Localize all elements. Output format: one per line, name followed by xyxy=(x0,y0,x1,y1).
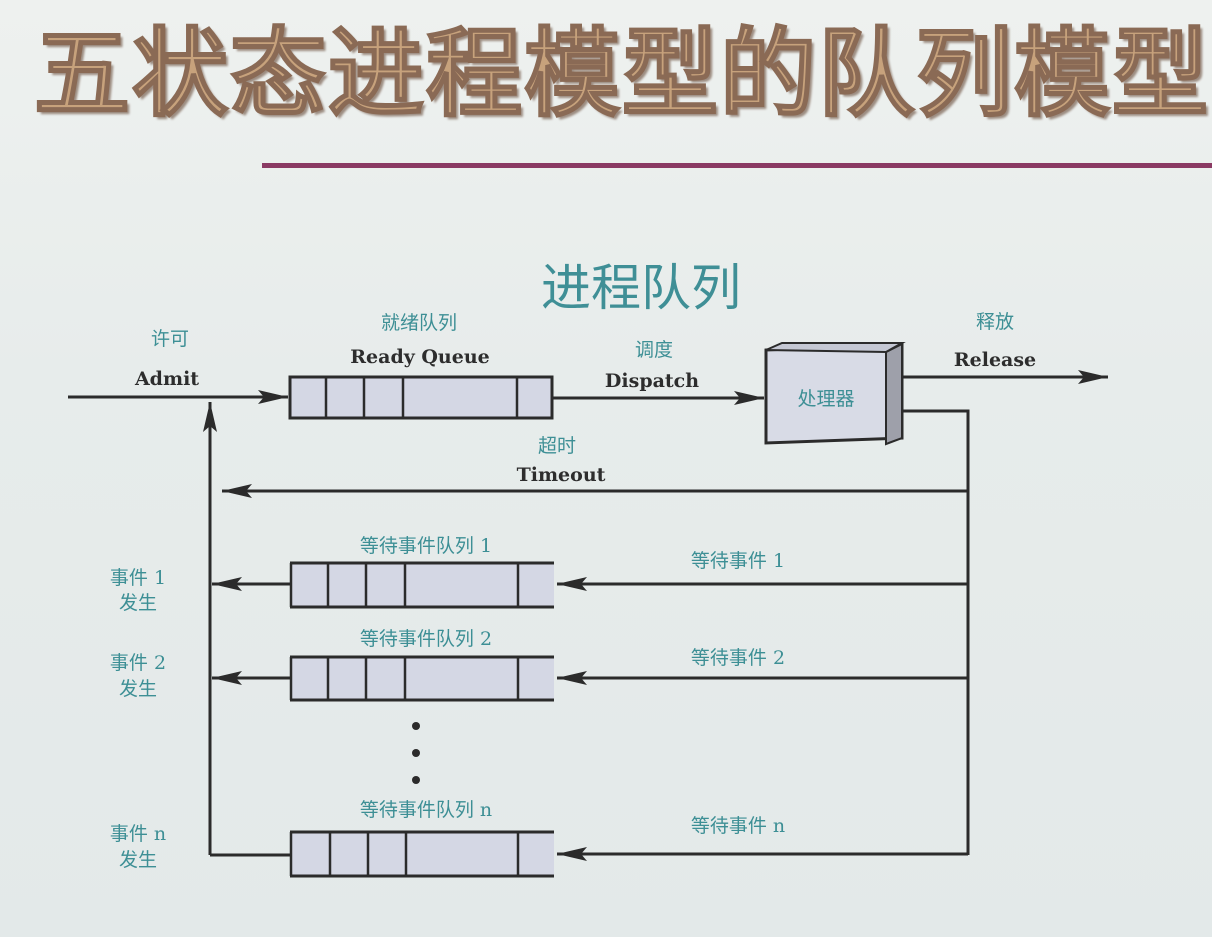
wait-queue-2 xyxy=(289,655,554,702)
slide-title: 五状态进程模型的队列模型 xyxy=(33,18,1210,130)
processor-label: 处理器 xyxy=(797,388,854,410)
ready-queue xyxy=(288,375,554,420)
admit-cn-label: 许可 xyxy=(151,328,189,350)
dispatch-en-label: Dispatch xyxy=(605,370,699,392)
ellipsis-dots xyxy=(412,722,420,784)
admit-en-label: Admit xyxy=(134,368,199,390)
wait-queue-1-label: 等待事件队列 1 xyxy=(360,535,492,557)
processor-box xyxy=(764,342,906,446)
processor-return-line xyxy=(902,409,970,855)
wait-queue-1 xyxy=(289,561,554,609)
wait-event-2-label: 等待事件 2 xyxy=(691,647,785,669)
dispatch-cn-label: 调度 xyxy=(635,339,673,361)
wait-queue-n xyxy=(289,830,554,878)
release-en-label: Release xyxy=(954,349,1036,371)
ready-queue-en-label: Ready Queue xyxy=(350,346,490,368)
event-n-occur-line1: 事件 n xyxy=(110,823,166,845)
timeout-cn-label: 超时 xyxy=(538,435,576,457)
event-2-occur-line1: 事件 2 xyxy=(110,652,166,674)
wait-queue-n-label: 等待事件队列 n xyxy=(360,799,492,821)
title-rule xyxy=(262,163,1212,168)
event-2-occur-line2: 发生 xyxy=(119,678,157,700)
ready-queue-cn-label: 就绪队列 xyxy=(381,312,457,334)
event-n-occur-line2: 发生 xyxy=(119,849,157,871)
wait-queue-2-label: 等待事件队列 2 xyxy=(360,628,492,650)
diagram-title: 进程队列 xyxy=(541,259,741,317)
wait-event-1-label: 等待事件 1 xyxy=(691,550,785,572)
event-1-occur-line2: 发生 xyxy=(119,592,157,614)
wait-event-n-label: 等待事件 n xyxy=(691,815,785,837)
event-1-occur-line1: 事件 1 xyxy=(110,567,166,589)
release-cn-label: 释放 xyxy=(976,311,1014,333)
timeout-en-label: Timeout xyxy=(517,464,606,486)
